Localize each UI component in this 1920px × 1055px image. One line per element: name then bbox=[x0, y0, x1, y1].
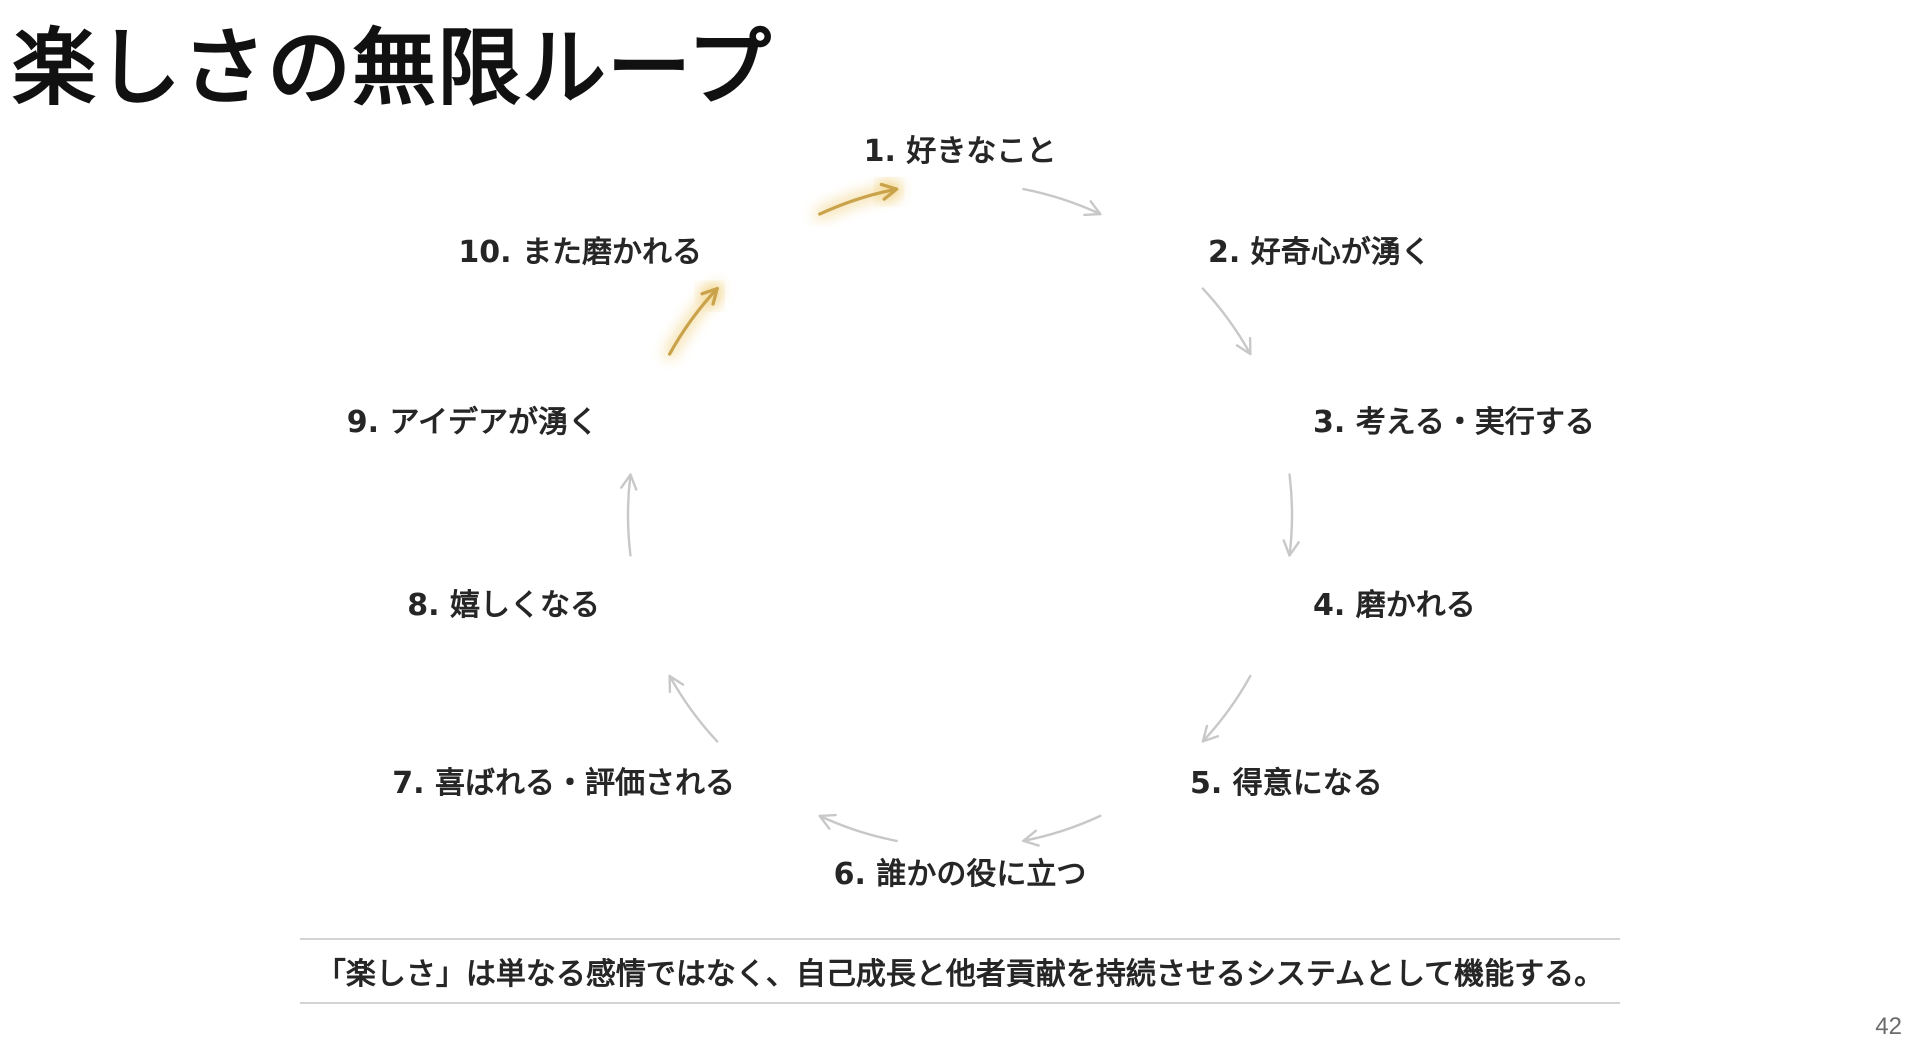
arrow-arc bbox=[818, 187, 899, 216]
step-label-2: 2. 好奇心が湧く bbox=[1208, 235, 1431, 270]
step-label-3: 3. 考える・実行する bbox=[1313, 405, 1595, 440]
step-label-4: 4. 磨かれる bbox=[1313, 588, 1476, 623]
arrow-arc bbox=[626, 473, 632, 557]
loop-arrow-2 bbox=[1201, 287, 1252, 356]
arrow-arc bbox=[668, 674, 719, 743]
loop-arrow-8 bbox=[620, 473, 638, 557]
highlight-arrow-10 bbox=[814, 179, 902, 220]
arrowhead bbox=[620, 473, 638, 491]
highlight-arrow-9 bbox=[664, 283, 723, 360]
arrowhead bbox=[1282, 539, 1300, 557]
arrowhead bbox=[879, 182, 899, 201]
page-number: 42 bbox=[1875, 1013, 1902, 1040]
arrowhead bbox=[818, 813, 837, 830]
arrow-arc bbox=[668, 286, 719, 356]
arrowhead bbox=[1083, 200, 1102, 217]
step-label-10: 10. また磨かれる bbox=[458, 235, 702, 270]
arrowhead bbox=[700, 286, 719, 306]
arrow-arc bbox=[1022, 814, 1102, 843]
arrow-arc bbox=[1201, 674, 1252, 743]
loop-arrow-7 bbox=[668, 674, 719, 743]
slide-title: 楽しさの無限ループ bbox=[12, 19, 772, 117]
step-label-6: 6. 誰かの役に立つ bbox=[834, 857, 1087, 892]
step-label-1: 1. 好きなこと bbox=[864, 134, 1057, 169]
loop-labels: 1. 好きなこと 2. 好奇心が湧く 3. 考える・実行する 4. 磨かれる 5… bbox=[347, 134, 1595, 892]
arrow-arc bbox=[818, 814, 898, 843]
arrowhead bbox=[1022, 829, 1040, 847]
conclusion-text: 「楽しさ」は単なる感情ではなく、自己成長と他者貢献を持続させるシステムとして機能… bbox=[315, 957, 1605, 992]
loop-arrows bbox=[620, 179, 1300, 847]
loop-arrow-1 bbox=[1022, 187, 1102, 217]
loop-arrow-6 bbox=[818, 813, 898, 843]
arrowhead bbox=[668, 674, 685, 694]
arrow-arc bbox=[1201, 287, 1252, 356]
loop-arrow-5 bbox=[1022, 814, 1102, 847]
arrow-arc bbox=[1288, 473, 1294, 557]
loop-arrow-3 bbox=[1282, 473, 1300, 557]
step-label-8: 8. 嬉しくなる bbox=[407, 588, 600, 623]
arrow-arc bbox=[1022, 187, 1102, 216]
step-label-9: 9. アイデアが湧く bbox=[347, 405, 598, 440]
step-label-5: 5. 得意になる bbox=[1190, 766, 1383, 801]
step-label-7: 7. 喜ばれる・評価される bbox=[392, 766, 735, 801]
conclusion-box: 「楽しさ」は単なる感情ではなく、自己成長と他者貢献を持続させるシステムとして機能… bbox=[300, 938, 1620, 1004]
arrowhead bbox=[1201, 724, 1220, 743]
arrowhead bbox=[1235, 336, 1252, 356]
loop-arrow-4 bbox=[1201, 674, 1252, 743]
